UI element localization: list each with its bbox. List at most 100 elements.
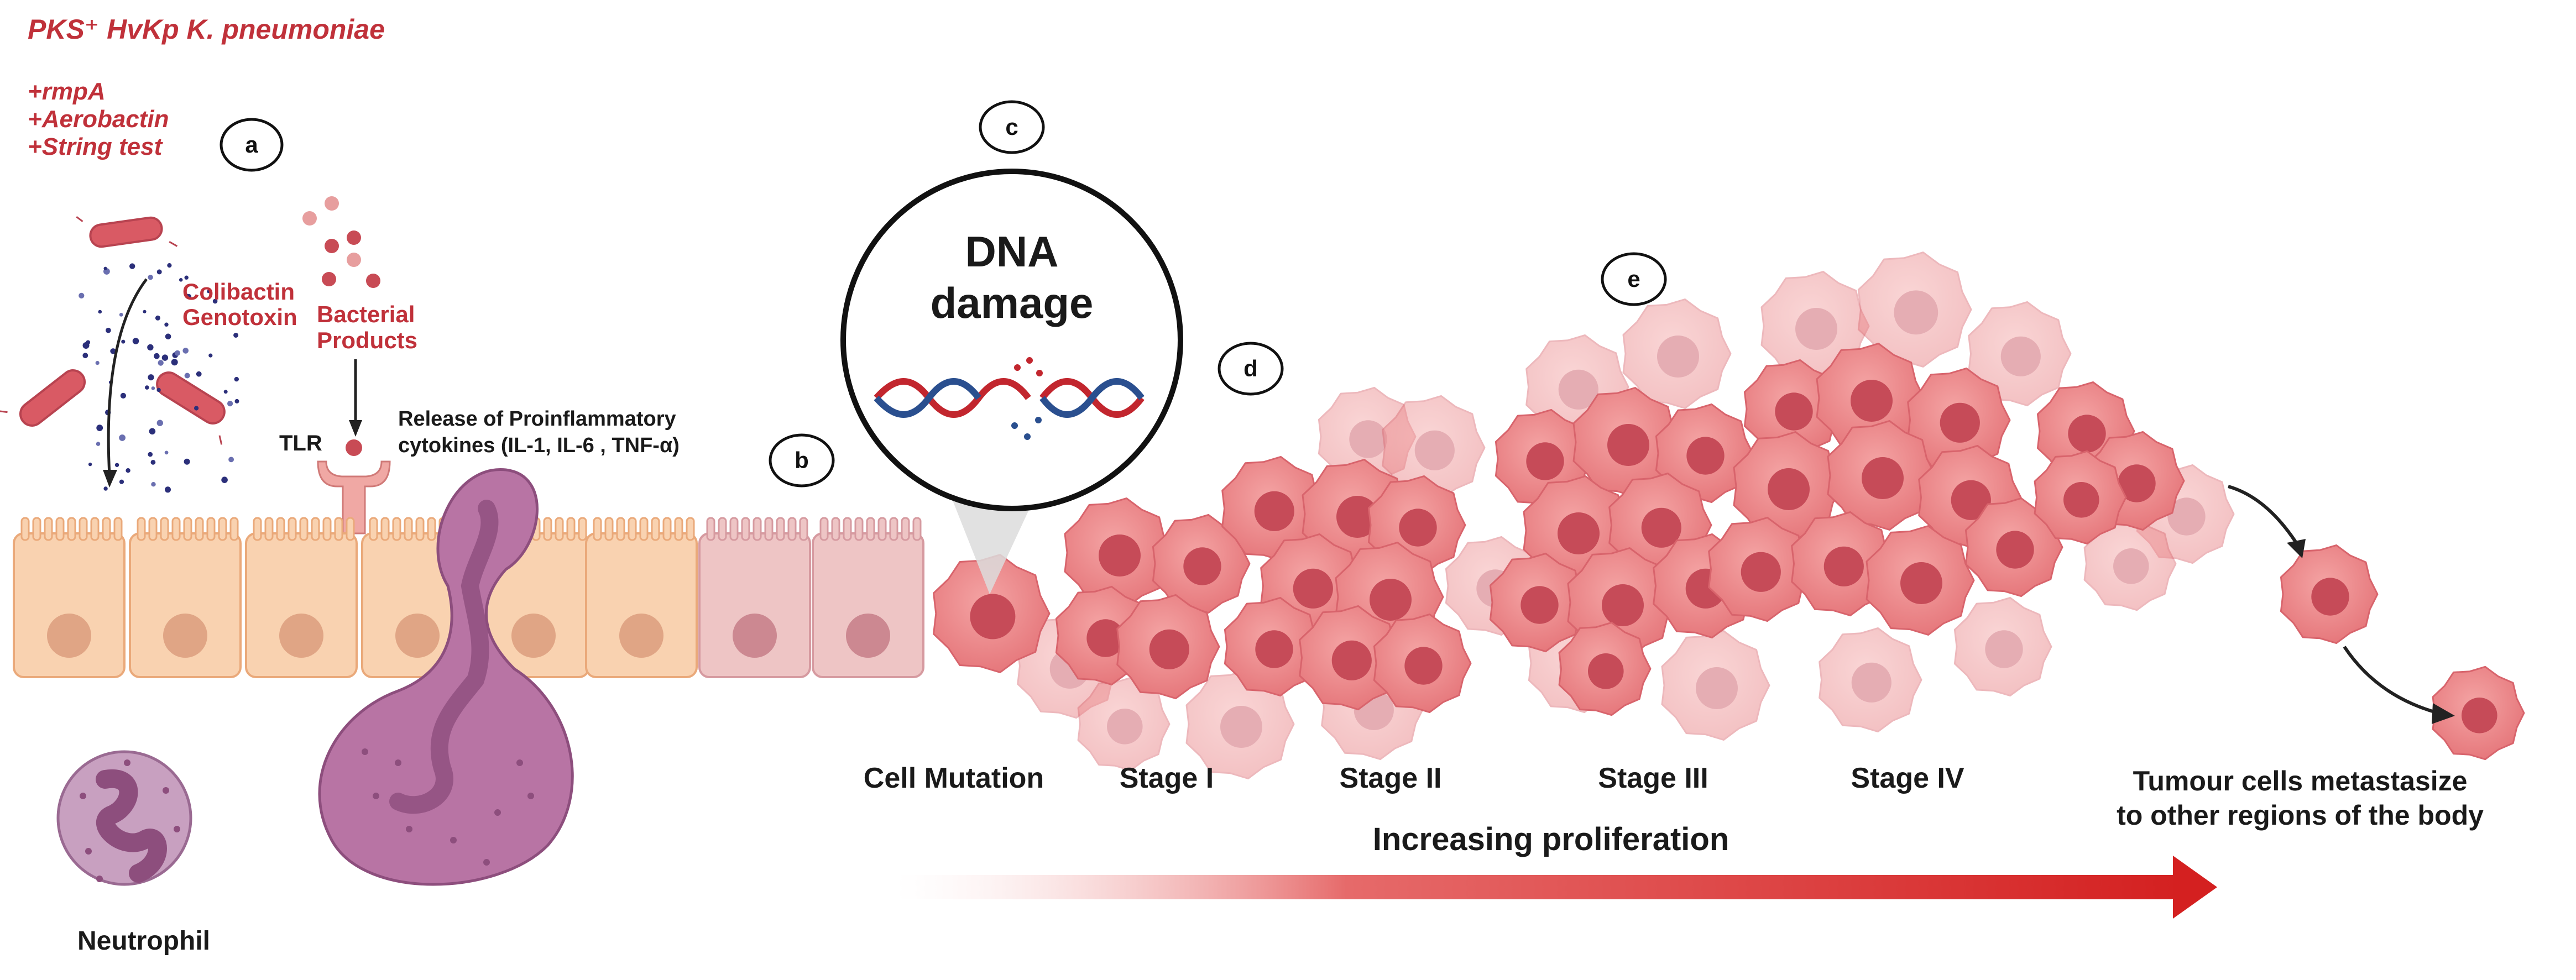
colibactin-particle [155,315,160,321]
tumour-cell [2083,516,2177,611]
bacterium-icon [76,216,178,248]
stage-2-label: Stage II [1340,762,1442,794]
stage-4-label: Stage IV [1851,762,1964,794]
neutrophil-cell [56,750,192,886]
tumour-cell [1827,420,1936,531]
colibactin-particle [228,457,234,463]
colibactin-particle [148,374,154,381]
tumour-cell [1964,497,2063,598]
colibactin-particle [184,373,190,379]
damage-title: damage [931,279,1094,327]
transmigrating-neutrophil [318,468,574,886]
colibactin-particle [96,442,101,446]
tlr-label: TLR [279,431,322,455]
epithelial-cell [698,517,811,678]
dna-title: DNA [965,227,1059,276]
colibactin-particle [156,387,161,392]
colibactin-particle [147,344,154,351]
colibactin-particle [121,339,126,344]
proliferation-arrow: Increasing proliferation [896,821,2217,919]
colibactin-particle [194,406,199,411]
colibactin-particle [164,450,169,455]
colibactin-particle [110,348,116,354]
tumour-cell [1152,513,1251,614]
colibactin-particle [95,361,100,365]
tumour-cell [1968,301,2072,407]
colibactin-particle [179,278,183,282]
colibactin-particle [148,452,153,457]
colibactin-particle [234,376,239,382]
colibactin-particle [106,327,111,333]
tumour-cell [1816,343,1925,453]
tumour-cell [1857,251,1972,368]
marker-e-label: e [1627,266,1640,292]
marker-b: b [769,433,835,488]
cell-nucleus [846,614,890,658]
cell-nucleus [511,614,556,658]
colibactin-dots [79,263,239,493]
tumour-cell [2432,665,2525,761]
colibactin-particle [119,434,126,441]
colibactin-particle [171,359,178,366]
cell-nucleus [619,614,663,658]
colibactin-particle [182,348,189,354]
marker-a: a [220,118,284,172]
tumour-cell [1953,596,2052,697]
metastasis-arrow-upper [2228,485,2299,546]
bacterium-icon [156,371,226,445]
cell-mutation-label: Cell Mutation [864,762,1044,794]
cell-nucleus [279,614,323,658]
colibactin-particle [196,371,202,377]
colibactin-particle [151,386,155,390]
metastasis-label-line1: Tumour cells metastasize [2133,766,2468,796]
colibactin-particle [88,462,92,467]
marker-c-label: c [1005,114,1018,140]
trait-rmpa: +rmpA [28,78,106,105]
epithelial-cell [13,517,126,678]
stage-3-label: Stage III [1598,762,1708,794]
epithelial-cell [585,517,698,678]
tumour-cell [1708,516,1812,622]
epithelial-cell [812,517,924,678]
marker-c: c [979,100,1045,154]
tumour-cell [1733,431,1842,542]
proliferation-label: Increasing proliferation [1373,821,1729,857]
colibactin-particle [234,399,239,403]
colibactin-particle [145,385,149,390]
trait-string-test: +String test [28,133,164,160]
tumour-cell [1655,403,1754,504]
tumour-cell [1819,627,1922,733]
tumour-cell [1224,596,1323,697]
tumour-cell [1299,605,1403,711]
tumour-cell [1622,298,1732,409]
cytokines-label: cytokines (IL-1, IL-6 , TNF-α) [398,434,680,457]
tumour-cell [1558,621,1652,716]
cell-nucleus [47,614,91,658]
colibactin-particle [158,360,164,366]
stage-1-label: Stage I [1120,762,1214,794]
colibactin-particle [114,463,119,467]
cell-nucleus [395,614,440,658]
colibactin-particle [223,390,228,394]
trait-aerobactin: +Aerobactin [28,106,169,133]
colibactin-particle [103,486,108,491]
metastasis-arrowhead-upper [2287,539,2306,558]
colibactin-label: Colibactin [182,279,295,305]
colibactin-particle [164,322,169,327]
colibactin-particle [165,333,171,340]
bacterial-label: Bacterial [317,301,415,327]
tumour-cell [1382,395,1486,501]
tumour-cell [1077,677,1171,772]
bacteria-group [0,216,226,445]
genotoxin-label: Genotoxin [182,304,297,330]
metastasis-arrowhead-lower [2432,703,2455,724]
dna-helix-icon [874,357,1145,440]
colibactin-particle [143,310,147,313]
epithelial-cell [129,517,242,678]
stage-labels: Cell Mutation Stage I Stage II Stage III… [864,762,2484,831]
marker-d-label: d [1243,355,1258,381]
colibactin-particle [165,486,171,493]
bacterium-icon [0,369,86,427]
colibactin-particle [161,354,169,361]
colibactin-particle [184,275,189,280]
